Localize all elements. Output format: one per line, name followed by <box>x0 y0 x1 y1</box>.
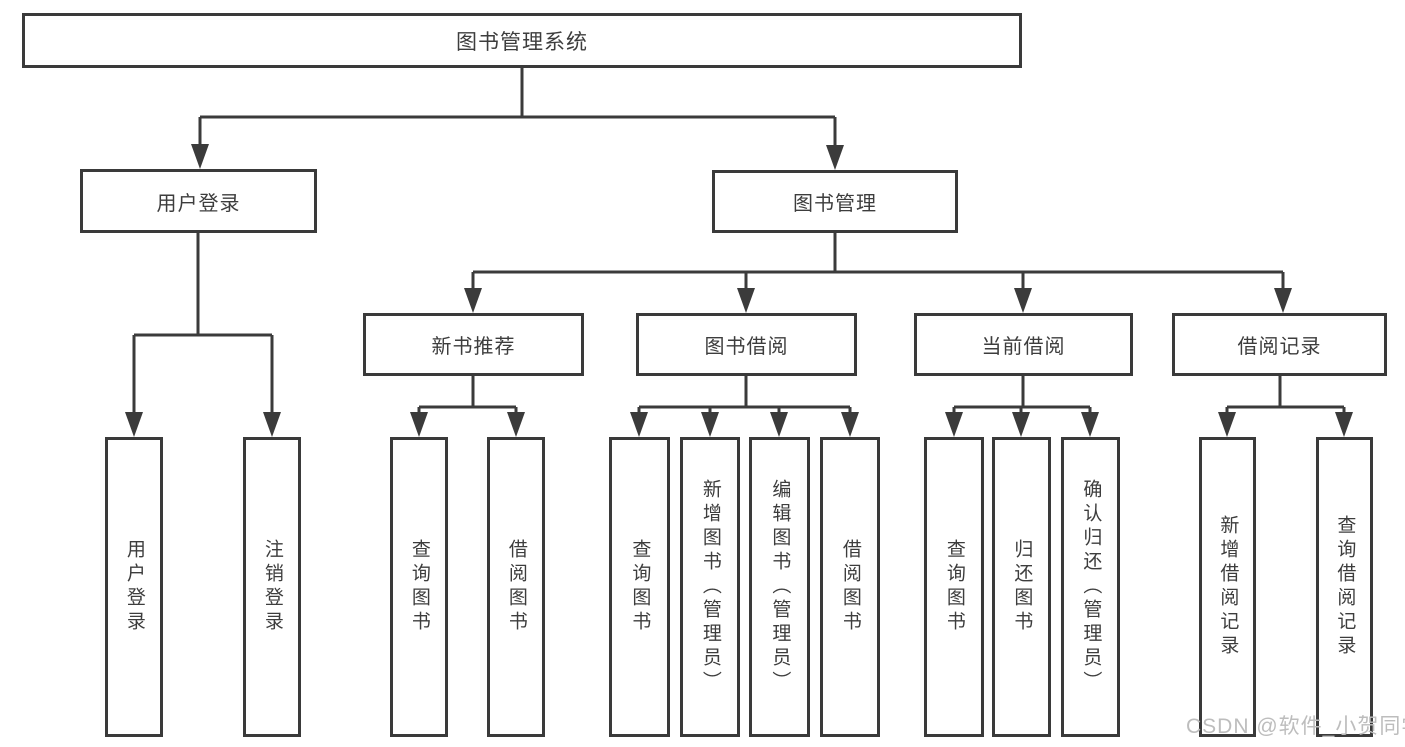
arrow-head <box>191 144 209 169</box>
leaf-newbook-borrow-book: 借阅图书 <box>487 437 545 737</box>
arrow-head <box>945 412 963 437</box>
leaf-label: 编辑图书（管理员） <box>769 479 791 695</box>
arrow-head <box>701 412 719 437</box>
leaf-label: 用户登录 <box>123 539 145 635</box>
arrow-head <box>464 288 482 313</box>
leaf-label: 归还图书 <box>1011 539 1033 635</box>
connector-book-management-to-level3 <box>471 233 1285 290</box>
node-label: 用户登录 <box>156 192 241 215</box>
arrow-head <box>770 412 788 437</box>
leaf-label: 新增借阅记录 <box>1217 515 1239 659</box>
arrow-head <box>1218 412 1236 437</box>
connector-current-borrow-to-leaves <box>952 376 1092 414</box>
leaf-label: 查询图书 <box>408 539 430 635</box>
leaf-label: 确认归还（管理员） <box>1080 479 1102 695</box>
node-new-book-recommend: 新书推荐 <box>363 313 584 376</box>
leaf-logout: 注销登录 <box>243 437 301 737</box>
leaf-borrow-query-book: 查询图书 <box>609 437 670 737</box>
leaf-borrow-add-book-admin: 新增图书（管理员） <box>680 437 740 737</box>
node-label: 借阅记录 <box>1237 336 1322 358</box>
node-label: 当前借阅 <box>981 336 1066 358</box>
leaf-borrow-borrow-book: 借阅图书 <box>820 437 880 737</box>
node-label: 图书管理系统 <box>456 30 588 54</box>
arrow-head <box>263 412 281 437</box>
connector-root-to-level2 <box>198 68 837 147</box>
connector-new-book-recommend-to-leaves <box>417 376 518 414</box>
arrow-head <box>507 412 525 437</box>
node-label: 图书管理 <box>793 193 877 215</box>
csdn-watermark: CSDN @软件_小贺同学 <box>1186 715 1405 738</box>
leaf-label: 查询图书 <box>629 539 651 635</box>
arrow-head <box>1014 288 1032 313</box>
arrow-head <box>1081 412 1099 437</box>
node-label: 新书推荐 <box>431 336 516 358</box>
leaf-label: 查询借阅记录 <box>1334 515 1356 659</box>
leaf-label: 借阅图书 <box>505 539 527 635</box>
node-user-login: 用户登录 <box>80 169 317 233</box>
leaf-user-login: 用户登录 <box>105 437 163 737</box>
leaf-current-confirm-return-admin: 确认归还（管理员） <box>1061 437 1120 737</box>
leaf-newbook-query-book: 查询图书 <box>390 437 448 737</box>
arrow-head <box>410 412 428 437</box>
node-current-borrow: 当前借阅 <box>914 313 1133 376</box>
arrow-head <box>737 288 755 313</box>
arrow-head <box>630 412 648 437</box>
node-library-management-system: 图书管理系统 <box>22 13 1022 68</box>
leaf-current-return-book: 归还图书 <box>992 437 1051 737</box>
leaf-label: 新增图书（管理员） <box>699 479 721 695</box>
arrow-head <box>1012 412 1030 437</box>
arrow-head <box>841 412 859 437</box>
node-label: 图书借阅 <box>704 336 789 358</box>
leaf-record-query-record: 查询借阅记录 <box>1316 437 1373 737</box>
connector-borrow-record-to-leaves <box>1225 376 1346 414</box>
arrow-head <box>826 145 844 170</box>
leaf-current-query-book: 查询图书 <box>924 437 984 737</box>
node-book-borrow: 图书借阅 <box>636 313 857 376</box>
connector-user-login-to-leaves <box>132 233 274 414</box>
connector-book-borrow-to-leaves <box>637 376 852 414</box>
leaf-borrow-edit-book-admin: 编辑图书（管理员） <box>749 437 810 737</box>
arrow-head <box>1274 288 1292 313</box>
node-book-management: 图书管理 <box>712 170 958 233</box>
leaf-record-add-record: 新增借阅记录 <box>1199 437 1256 737</box>
leaf-label: 注销登录 <box>261 539 283 635</box>
leaf-label: 查询图书 <box>943 539 965 635</box>
leaf-label: 借阅图书 <box>839 539 861 635</box>
arrow-head <box>1335 412 1353 437</box>
arrow-head <box>125 412 143 437</box>
node-borrow-record: 借阅记录 <box>1172 313 1387 376</box>
